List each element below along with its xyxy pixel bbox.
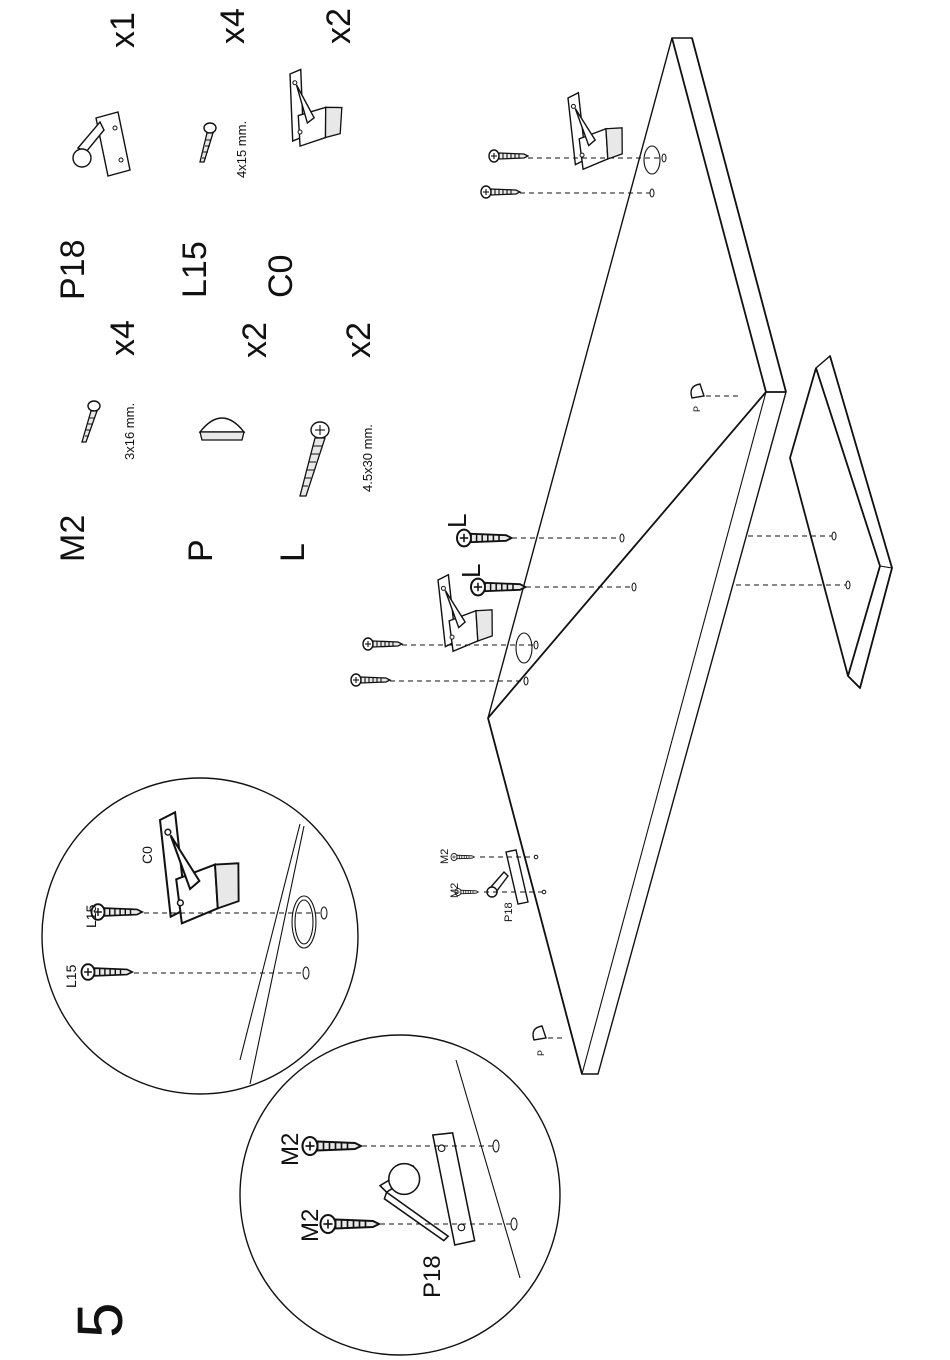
pilot-hole	[620, 534, 624, 542]
part-code-l15: L15	[176, 241, 214, 298]
detail-label-c0: C0	[139, 846, 155, 864]
screw-l15-top-1	[489, 150, 528, 162]
screw-m2-icon	[82, 401, 100, 442]
screw-l-2	[471, 579, 526, 596]
shelf-hole	[846, 581, 850, 589]
screw-l-icon	[300, 422, 329, 496]
pilot-hole	[632, 583, 636, 591]
detail-label-m2-1: M2	[277, 1133, 304, 1166]
shelf-guide-line	[736, 536, 848, 585]
screw-l15-mid-1	[363, 638, 402, 650]
part-code-c0: C0	[262, 255, 300, 298]
detail-label-p18: P18	[419, 1255, 446, 1298]
pilot-hole	[650, 189, 654, 197]
part-code-l: L	[274, 543, 312, 562]
label-p-top: P	[692, 406, 702, 412]
detail-label-l15-1: L15	[83, 904, 99, 928]
part-code-m2: M2	[54, 515, 92, 562]
label-l-2: L	[456, 564, 486, 578]
part-qty-c0: x2	[320, 8, 358, 44]
pilot-hole	[524, 677, 528, 685]
pilot-hole	[662, 154, 666, 162]
shelf-panel	[790, 356, 892, 688]
knob-p-icon	[200, 418, 244, 440]
screw-l15-icon	[200, 123, 216, 162]
part-code-p: P	[182, 539, 220, 562]
part-dim-m2: 3x16 mm.	[122, 403, 137, 460]
step-number: 5	[64, 1302, 136, 1338]
part-qty-l: x2	[340, 322, 378, 358]
screw-l15-top-2	[481, 186, 520, 198]
bracket-p18-icon	[73, 112, 130, 176]
part-qty-p18: x1	[104, 12, 142, 48]
hinge-c0-icon	[280, 68, 348, 151]
part-qty-p: x2	[236, 322, 274, 358]
part-code-p18: P18	[54, 240, 92, 301]
pilot-hole	[534, 641, 538, 649]
screw-l15-mid-2	[351, 674, 390, 686]
part-dim-l: 4.5x30 mm.	[360, 424, 375, 492]
label-p18-small: P18	[503, 902, 515, 922]
knob-p-bottom: P	[533, 1026, 566, 1056]
screw-l-1	[457, 530, 512, 547]
shelf-hole	[832, 532, 836, 540]
part-qty-l15: x4	[214, 8, 252, 44]
detail-label-m2-2: M2	[297, 1209, 324, 1242]
detail-label-l15-2: L15	[63, 964, 79, 988]
hinge-top	[563, 92, 626, 172]
detail-hinge: C0 L15 L15	[42, 778, 358, 1094]
parts-list: P18 x1 L15 x4 4x15 mm. C0 x2 M2 x4 3x16 …	[54, 8, 378, 562]
label-p-bottom: P	[536, 1050, 546, 1056]
label-m2-1: M2	[439, 849, 451, 864]
part-qty-m2: x4	[104, 320, 142, 356]
detail-bracket: M2 M2 P18	[240, 1035, 560, 1355]
label-l-1: L	[442, 514, 472, 528]
part-dim-l15: 4x15 mm.	[234, 121, 249, 178]
label-m2-2: M2	[449, 883, 461, 898]
